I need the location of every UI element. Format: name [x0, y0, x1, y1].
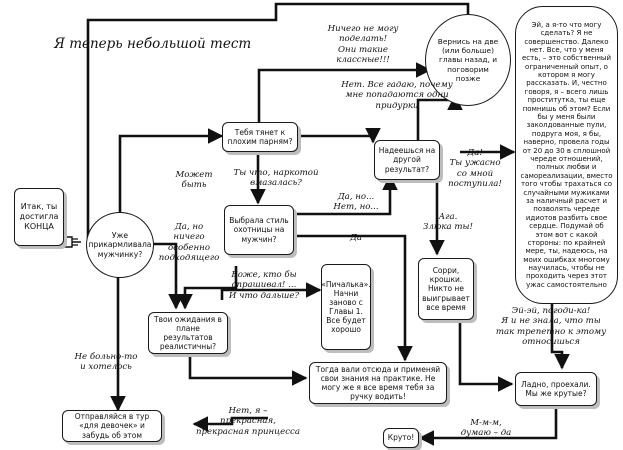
label-aha-evil: Ага. Злюка ты!: [423, 212, 473, 233]
connector: [188, 352, 308, 386]
label-maybe: Может быть: [175, 170, 213, 191]
sad-restart-box: «Пичалька». Начни заново с Главы 1. Все …: [321, 264, 371, 350]
girls-tour-box: Отправляйся в тур «для девочек» и забудь…: [62, 410, 162, 442]
label-no-princess: Нет, я – прекрасная, прекрасная принцесс…: [196, 406, 300, 437]
label-yes-terrible: Да! Ты ужасно со мной поступила!: [448, 148, 502, 190]
connector: [458, 318, 514, 392]
page-title: Я теперь небольшой тест: [54, 36, 252, 52]
back-chapters-oval: Вернись на две (или больше) главы назад,…: [425, 14, 511, 106]
connector: [418, 406, 558, 446]
fine-cool-box: Ладно, проехали. Мы же крутые?: [515, 372, 597, 406]
label-mmm: М-м-м, думаю – да: [460, 418, 512, 439]
label-nothing-to-do: Ничего не могу поделать! Они такие класс…: [327, 24, 399, 66]
apply-knowledge-box: Тогда вали отсюда и применяй свои знания…: [309, 362, 447, 404]
connector: [118, 128, 224, 228]
label-on-drugs: Ты что, наркотой вмазалась?: [233, 168, 319, 189]
connector: [192, 416, 268, 432]
fed-up-question: Уже прикармливала мужчинку?: [86, 212, 154, 278]
cool-box: Круто!: [383, 428, 419, 448]
connector: [177, 266, 238, 310]
bad-boys-question: Тебя тянет к плохим парням?: [222, 122, 298, 152]
sorry-crumbs-box: Сорри, крошки. Никто не выигрывает все в…: [418, 258, 474, 320]
expectations-question: Твои ожидания в плане результатов реалис…: [148, 312, 228, 354]
connector: [300, 127, 381, 144]
style-question: Выбрала стиль охотницы на мужчин?: [224, 205, 294, 255]
label-yes: Да: [349, 233, 363, 243]
label-no-everything: Нет. Все гадаю, почему мне попадаются од…: [341, 80, 453, 111]
label-yes-nothing: Да, но ничего особенно подходящего: [158, 222, 220, 264]
label-yes-but: Да, но... Нет, но...: [333, 192, 379, 213]
label-hey-wait: Эй-эй, погоди-ка! Я и не знала, что ты т…: [495, 306, 607, 348]
connector: [152, 242, 184, 310]
label-who-said: Боже, кто бы спрашивал! ... И что дальше…: [228, 270, 300, 301]
other-result-question: Надеешься на другой результат?: [374, 140, 440, 180]
connector: [220, 282, 322, 300]
reflection-oval: Эй, а я-то что могу сделать? Я не соверш…: [515, 6, 618, 304]
connector: [257, 62, 432, 124]
connector: [550, 302, 570, 370]
start-box: Итак, ты достигла КОНЦА: [14, 188, 64, 246]
connector: [296, 234, 413, 362]
label-no-much: Не больно-то и хотелось: [74, 352, 138, 373]
connector: [296, 174, 398, 216]
